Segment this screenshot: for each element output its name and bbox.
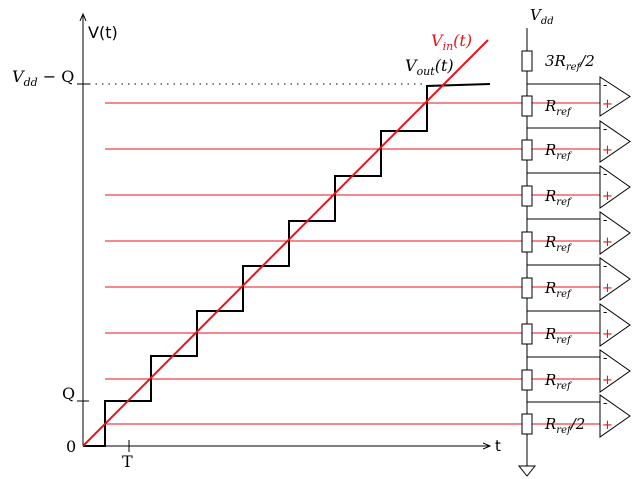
resistor-1 [521, 95, 533, 117]
vout-label: Vout(t) [405, 56, 454, 78]
comparator-plus-sign-6: + [602, 373, 613, 388]
resistor-ladder: 3Rref/2RrefRrefRrefRrefRrefRrefRrefRref/… [517, 28, 631, 477]
comparator-7 [599, 394, 631, 438]
resistor-label-3: Rref [544, 187, 573, 208]
comparator-minus-sign-4: - [603, 259, 607, 273]
comparator-0 [599, 76, 631, 117]
label-vdd-minus-q: Vdd − Q [12, 67, 74, 89]
resistor-6 [521, 323, 533, 345]
comparator-plus-sign-4: + [602, 281, 613, 296]
comparator-5 [599, 303, 631, 347]
comparator-2 [599, 165, 631, 209]
comparator-4 [599, 257, 631, 301]
resistor-label-4: Rref [544, 233, 573, 254]
comparator-minus-sign-3: - [603, 213, 607, 227]
resistor-7 [521, 369, 533, 391]
comparator-plus-sign-2: + [602, 189, 613, 204]
vdd-supply-label: Vdd [530, 6, 554, 27]
resistor-label-0: 3Rref/2 [545, 52, 595, 73]
resistor-label-1: Rref [544, 97, 573, 118]
ground-icon [517, 465, 537, 477]
comparator-plus-sign-5: + [602, 327, 613, 342]
comparator-plus-sign-3: + [602, 235, 613, 250]
y-axis-label: V(t) [88, 23, 118, 42]
label-q: Q [62, 384, 75, 403]
label-t: T [122, 452, 133, 471]
comparator-minus-sign-2: - [603, 167, 607, 181]
vin-label: Vin(t) [431, 31, 472, 53]
resistor-label-7: Rref [544, 371, 573, 392]
comparator-minus-sign-1: - [603, 122, 607, 136]
label-zero: 0 [66, 437, 76, 456]
reference-lines [105, 102, 600, 425]
resistor-4 [521, 231, 533, 253]
resistor-3 [521, 185, 533, 207]
resistor-label-8: Rref/2 [544, 415, 585, 436]
comparator-plus-sign-7: + [602, 418, 613, 433]
comparator-1 [599, 120, 631, 163]
comparator-6 [599, 349, 631, 393]
x-axis-label: t [495, 437, 501, 455]
vin-ramp [82, 39, 489, 447]
comparator-minus-sign-5: - [603, 305, 607, 319]
comparator-minus-sign-7: - [603, 396, 607, 410]
resistor-8 [521, 413, 533, 435]
vout-staircase [83, 83, 491, 447]
comparator-3 [599, 211, 631, 255]
resistor-2 [521, 139, 533, 161]
resistor-label-2: Rref [544, 141, 573, 162]
resistor-0 [521, 50, 533, 72]
resistor-5 [521, 277, 533, 299]
comparator-minus-sign-0: - [603, 78, 607, 92]
comparator-plus-sign-1: + [602, 143, 613, 158]
comparator-minus-sign-6: - [603, 351, 607, 365]
comparator-plus-sign-0: + [602, 97, 613, 112]
resistor-label-5: Rref [544, 279, 573, 300]
resistor-label-6: Rref [544, 325, 573, 346]
